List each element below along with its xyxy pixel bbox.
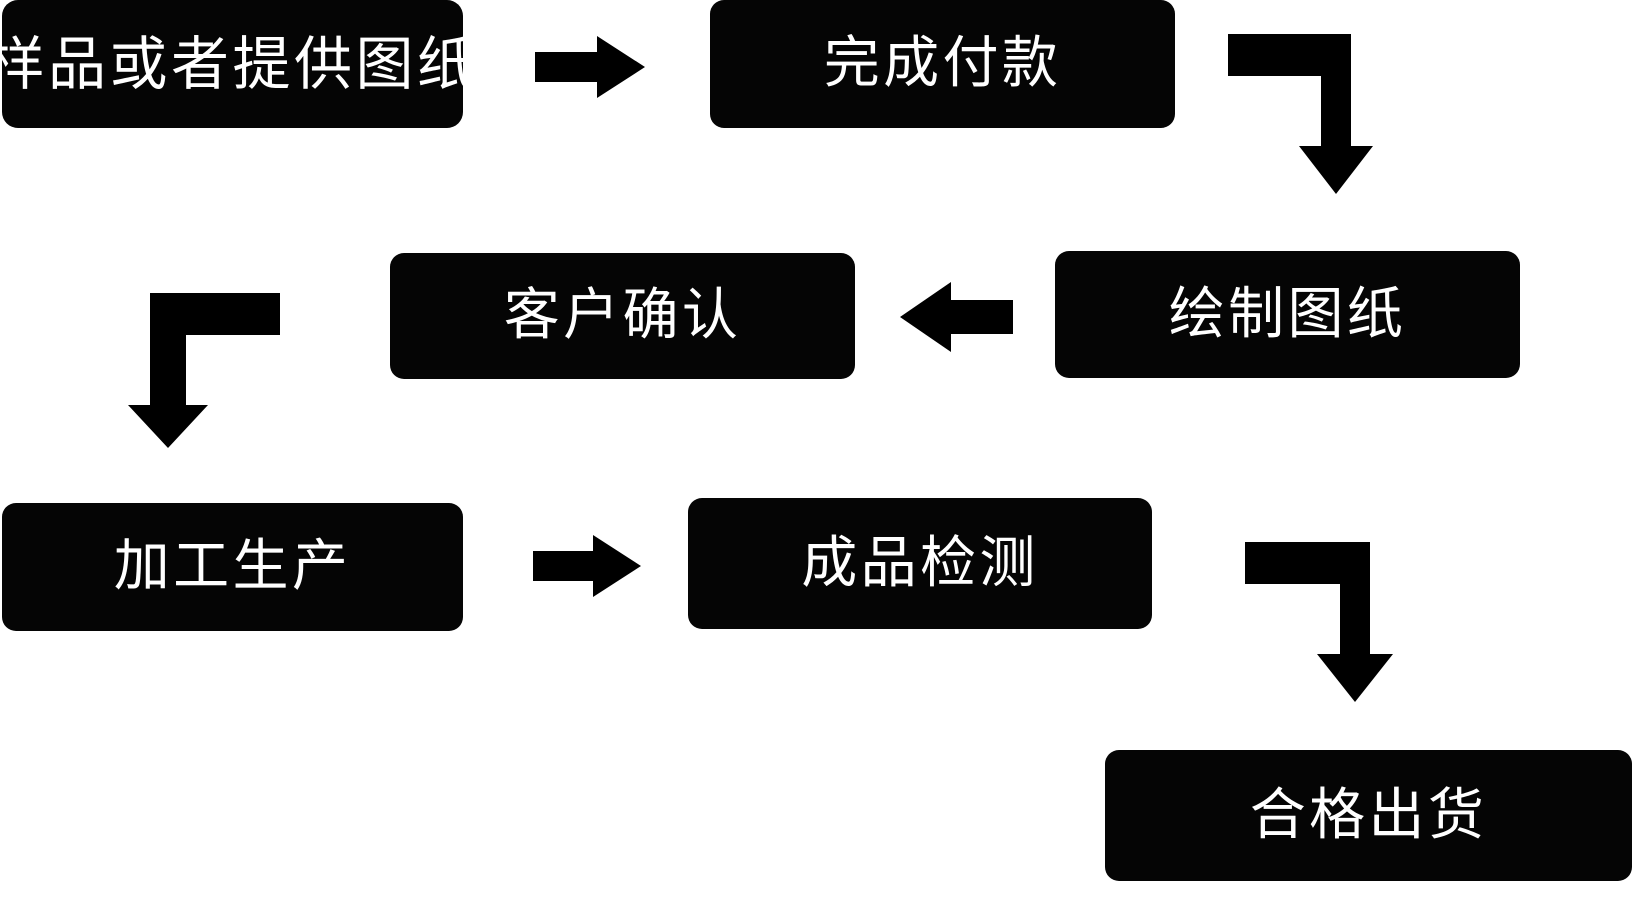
flow-node-ship[interactable]: 合格出货 xyxy=(1105,750,1632,881)
flow-node-produce[interactable]: 加工生产 xyxy=(2,503,463,631)
flow-node-inspect[interactable]: 成品检测 xyxy=(688,498,1152,629)
arrow-sample-to-payment-icon xyxy=(535,36,645,98)
flow-node-payment[interactable]: 完成付款 xyxy=(710,0,1175,128)
arrow-payment-to-drawing-icon xyxy=(1228,34,1373,194)
flow-node-drawing-label: 绘制图纸 xyxy=(1168,281,1407,347)
flow-node-drawing[interactable]: 绘制图纸 xyxy=(1055,251,1520,378)
flow-node-confirm[interactable]: 客户确认 xyxy=(390,253,855,379)
flow-node-inspect-label: 成品检测 xyxy=(801,530,1039,596)
arrow-produce-to-inspect-icon xyxy=(533,535,641,597)
flow-node-payment-label: 完成付款 xyxy=(823,31,1062,96)
flow-node-sample[interactable]: 样品或者提供图纸 xyxy=(0,0,475,128)
arrow-confirm-to-produce-icon xyxy=(120,293,280,448)
flow-node-produce-label: 加工生产 xyxy=(113,534,352,599)
arrow-drawing-to-confirm-icon xyxy=(900,282,1013,352)
arrow-inspect-to-ship-icon xyxy=(1245,542,1393,702)
flow-node-confirm-label: 客户确认 xyxy=(503,283,742,348)
flow-node-sample-label: 样品或者提供图纸 xyxy=(0,30,479,98)
flow-node-ship-label: 合格出货 xyxy=(1249,782,1488,848)
